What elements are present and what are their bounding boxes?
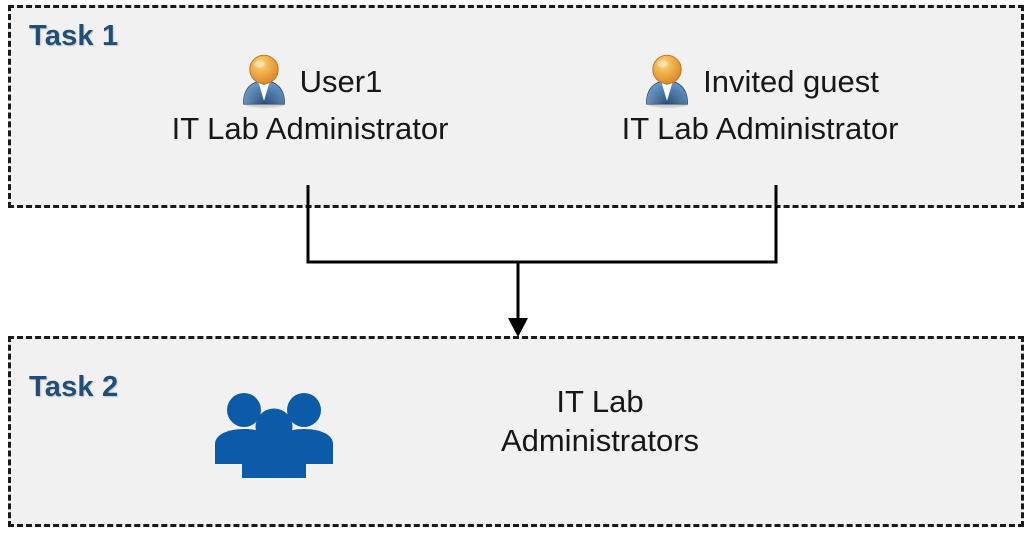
group-name: IT Lab Administrators [400, 382, 800, 461]
task-2-label: Task 2 [29, 371, 119, 403]
people-group-icon [214, 387, 334, 484]
task-1-container [8, 5, 1024, 208]
task-1-label: Task 1 [29, 20, 119, 52]
person-name: Invited guest [703, 63, 879, 99]
person-icon [238, 54, 290, 108]
person-row: User1 [120, 52, 500, 110]
person-icon [641, 54, 693, 108]
person-entry-invited-guest: Invited guest IT Lab Administrator [560, 52, 960, 144]
person-row: Invited guest [560, 52, 960, 110]
group-name-line-1: IT Lab [556, 384, 644, 419]
person-role: IT Lab Administrator [621, 111, 899, 146]
person-name: User1 [299, 63, 383, 99]
person-role: IT Lab Administrator [171, 111, 449, 146]
person-entry-user1: User1 IT Lab Administrator [120, 52, 500, 144]
task-2-container [8, 336, 1024, 527]
group-name-line-2: Administrators [500, 423, 700, 459]
